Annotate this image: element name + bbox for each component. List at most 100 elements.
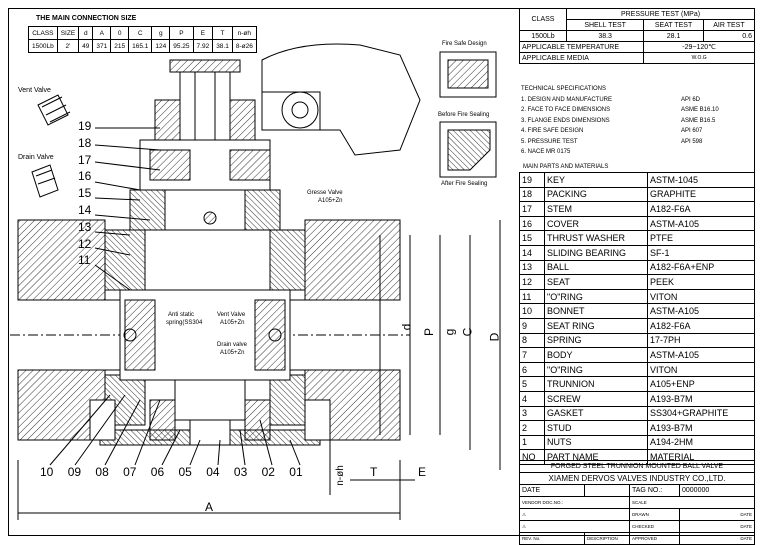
tech-row: 4. FIRE SAFE DESIGN API 607 <box>521 126 731 137</box>
part-name: STUD <box>544 420 648 436</box>
drain-inner-label: Drain valve <box>217 342 248 348</box>
connection-cell: 371 <box>92 39 112 53</box>
callout-08: 08 <box>95 465 109 479</box>
temperature-label: APPLICABLE TEMPERATURE <box>518 41 645 53</box>
dim-A: A <box>205 500 214 514</box>
after-fire-label: After Fire Sealing <box>441 181 488 187</box>
checked-label: CHECKED <box>629 520 680 533</box>
valve-section-drawing <box>10 43 501 520</box>
revision-warning-icon: ⚠ <box>519 508 630 521</box>
callout-02: 02 <box>261 465 275 479</box>
gearbox-outline <box>261 43 421 156</box>
part-name: SPRING <box>544 332 648 349</box>
part-number: 7 <box>519 347 545 363</box>
tech-standard <box>681 147 731 158</box>
connection-cell: 124 <box>151 39 171 53</box>
approved-date-label: DATE <box>679 532 755 545</box>
drain-inner-material: A105+Zn <box>220 350 245 356</box>
part-number: 8 <box>519 332 545 349</box>
part-material: A193-B7M <box>647 420 755 436</box>
dim-nh: n-øh <box>334 465 346 486</box>
drawn-date-label: DATE <box>679 508 755 521</box>
part-material: PTFE <box>647 230 755 246</box>
part-name: GASKET <box>544 405 648 422</box>
part-material: A182-F6A+ENP <box>647 259 755 276</box>
class-label: CLASS <box>519 8 567 31</box>
tech-standard: API 6D <box>681 96 701 103</box>
part-material: VITON <box>647 288 755 305</box>
part-number: 19 <box>519 172 545 188</box>
part-number: 10 <box>519 303 545 319</box>
connection-cell: 49 <box>78 39 94 53</box>
part-material: A194-2HM <box>647 434 755 451</box>
pressure-table: CLASS PRESSURE TEST (MPa) SHELL TEST SEA… <box>518 8 756 64</box>
vent-inner-material: A105+Zn <box>220 320 245 326</box>
drain-valve-label: Drain Valve <box>18 154 54 161</box>
air-test-header: AIR TEST <box>702 19 756 31</box>
part-name: KEY <box>544 172 648 188</box>
part-number: 2 <box>519 420 545 436</box>
part-name: THRUST WASHER <box>544 230 648 246</box>
tech-standard: API 598 <box>681 138 703 145</box>
tech-standard: API 607 <box>681 128 703 134</box>
part-material: ASTM-A105 <box>647 215 755 232</box>
tech-standard: ASME B16.10 <box>681 107 719 113</box>
part-name: SLIDING BEARING <box>544 244 648 261</box>
part-number: 1 <box>519 434 545 451</box>
part-name: TRUNNION <box>544 376 648 392</box>
connection-header: P <box>169 26 194 40</box>
revision-warning-icon-2: ⚠ <box>519 520 630 533</box>
callout-14: 14 <box>78 203 92 217</box>
part-number: 4 <box>519 390 545 407</box>
part-material: PEEK <box>647 274 755 290</box>
approved-label: APPROVED <box>629 532 680 545</box>
technical-specifications: TECHNICAL SPECIFICATIONS 1. DESIGN AND M… <box>521 84 731 158</box>
part-name: COVER <box>544 215 648 232</box>
air-test-value: 0.6 <box>702 30 756 42</box>
vent-valve-icon <box>37 94 71 126</box>
part-name: PACKING <box>544 186 648 203</box>
scale-label: SCALE <box>629 496 755 509</box>
part-name: "O"RING <box>544 288 648 305</box>
before-fire-detail <box>439 121 497 178</box>
tech-title: TECHNICAL SPECIFICATIONS <box>521 86 607 92</box>
seat-test-header: SEAT TEST <box>643 19 704 31</box>
dim-P: P <box>422 327 437 337</box>
fire-safe-detail <box>439 51 497 98</box>
product-name: FORGED STEEL TRUNNION MOUNTED BALL VALVE <box>519 460 755 473</box>
pressure-title: PRESSURE TEST (MPa) <box>566 8 755 20</box>
company-name: XIAMEN DERVOS VALVES INDUSTRY CO.,LTD. <box>519 472 755 485</box>
tag-label: TAG NO.: <box>629 484 680 497</box>
callout-18: 18 <box>78 135 92 150</box>
part-number: 3 <box>519 405 545 422</box>
callout-11: 11 <box>78 253 91 268</box>
callout-07: 07 <box>123 465 137 479</box>
media-value: W.O.G <box>643 52 755 64</box>
tag-value: 0000000 <box>679 484 755 497</box>
dim-T: T <box>370 465 378 479</box>
connection-cell: 95.25 <box>169 39 194 53</box>
sheet-border <box>8 8 755 536</box>
part-number: 16 <box>519 215 545 232</box>
grease-valve-label: Gresse Valve <box>307 190 343 196</box>
date-value <box>584 484 630 497</box>
connection-cell: 2' <box>56 39 80 53</box>
callout-16: 16 <box>78 169 92 184</box>
callout-19: 19 <box>78 119 92 133</box>
part-name: SCREW <box>544 390 648 407</box>
title-block: FORGED STEEL TRUNNION MOUNTED BALL VALVE… <box>519 460 755 545</box>
tech-item: 4. FIRE SAFE DESIGN <box>521 128 584 134</box>
callout-01: 01 <box>289 465 303 479</box>
